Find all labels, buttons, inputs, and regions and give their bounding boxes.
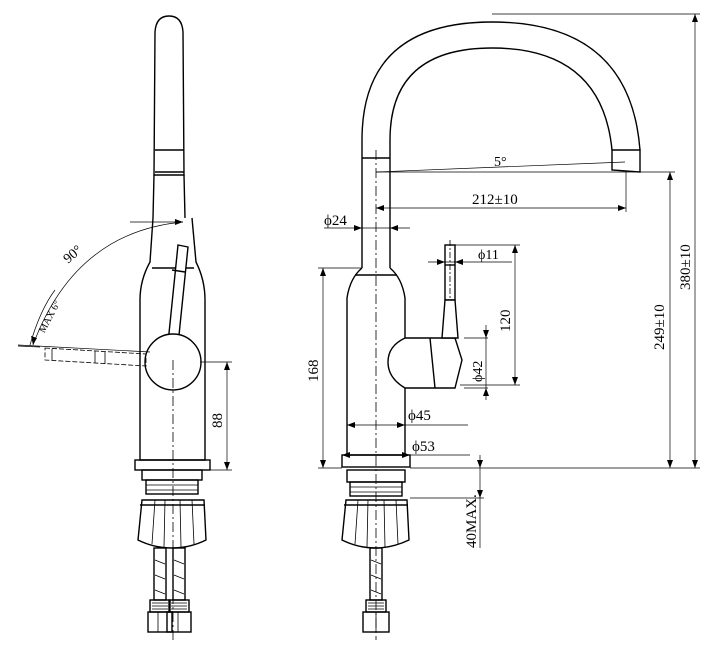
- side-angle-dims: [17, 219, 184, 353]
- dim-dia-spout-label: ϕ24: [324, 213, 347, 229]
- dim-dia-hub-label: ϕ42: [471, 361, 486, 382]
- side-lever: [167, 244, 189, 346]
- dim-dia-body: [347, 422, 468, 428]
- side-hoses: [147, 547, 192, 633]
- dim-reach: [376, 172, 627, 212]
- dim-dia-base-label: ϕ53: [412, 439, 435, 455]
- side-spout: [152, 15, 186, 219]
- dim-dia-handle-label: ϕ11: [478, 248, 499, 263]
- dim-body-height: [318, 267, 362, 469]
- dim-mount-max: [410, 455, 484, 548]
- side-dim-88-label: 88: [210, 413, 226, 428]
- front-view: 5° 212±10 ϕ24 ϕ11: [306, 13, 700, 640]
- dim-mount-max-label: 40MAX.: [464, 494, 480, 548]
- dim-spout-height-label: 249±10: [652, 304, 668, 350]
- dim-spout-height: [410, 171, 700, 469]
- dim-dia-handle: [428, 259, 512, 265]
- side-lever-rotated: [44, 347, 147, 367]
- dim-dia-hub: [464, 325, 489, 400]
- dim-dia-spout: [324, 225, 410, 231]
- side-nut: [137, 499, 207, 549]
- front-handle: [387, 244, 463, 389]
- dim-dia-body-label: ϕ45: [408, 408, 431, 424]
- side-angle-max-label: MAX 6°: [37, 299, 63, 335]
- dim-reach-label: 212±10: [472, 192, 518, 208]
- dim-5-degrees-label: 5°: [494, 155, 507, 170]
- dim-total-height-label: 380±10: [678, 244, 694, 290]
- dim-total-height: [492, 13, 700, 468]
- dim-5-degrees: [375, 161, 640, 173]
- front-nut: [341, 499, 410, 549]
- side-angle-90-label: 90°: [61, 243, 86, 267]
- dim-handle-height-label: 120: [498, 310, 514, 333]
- dim-handle-height: [455, 244, 520, 386]
- side-dim-88: [200, 361, 232, 471]
- front-spout: [361, 21, 641, 268]
- side-base: [134, 459, 211, 495]
- side-view: 90° MAX 6° 88: [17, 15, 232, 640]
- dim-body-height-label: 168: [306, 360, 322, 383]
- dim-dia-base: [342, 452, 470, 458]
